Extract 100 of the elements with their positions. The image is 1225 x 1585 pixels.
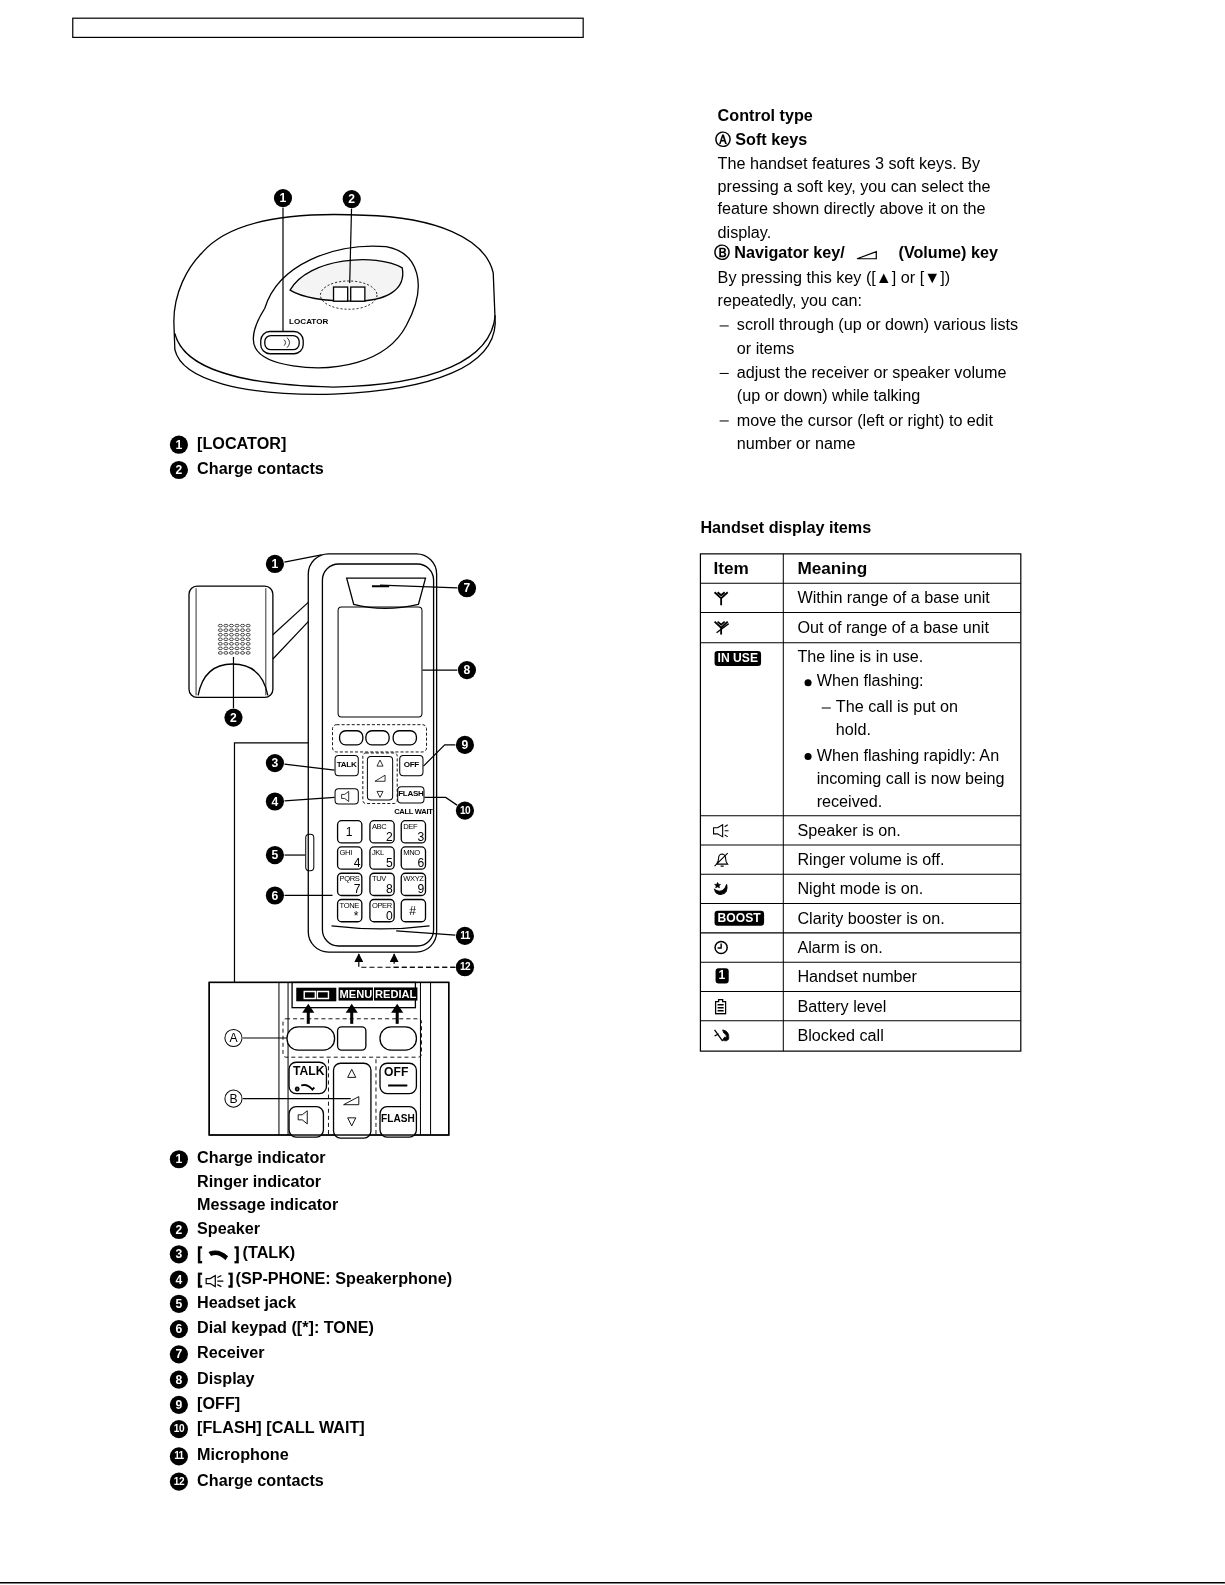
callout-number: 1 — [169, 1150, 188, 1169]
part-description: (TALK) — [242, 1244, 296, 1263]
callout-number: 1 — [169, 435, 188, 454]
key-label: 7 — [353, 883, 361, 896]
leader-line — [282, 207, 284, 333]
callout-number: 11 — [169, 1447, 188, 1466]
table-cell: Ringer volume is off. — [797, 851, 945, 870]
callout-number: 12 — [169, 1472, 188, 1491]
key-label: 6 — [417, 857, 425, 870]
callout-number: 10 — [455, 801, 474, 820]
key-label: 5 — [386, 857, 393, 870]
part-description: Receiver — [197, 1344, 265, 1363]
table-cell: Night mode is on. — [797, 880, 924, 899]
leader-line — [395, 930, 456, 936]
callout-number: 8 — [169, 1370, 188, 1389]
display-indicator: BOOST — [714, 910, 764, 926]
part-description: Dial keypad ([*]: TONE) — [197, 1318, 374, 1338]
callout-number: 7 — [169, 1345, 188, 1364]
subheading: Ⓐ Soft keys — [714, 130, 808, 149]
table-cell: Within range of a base unit — [797, 589, 990, 608]
display-indicator: IN USE — [714, 650, 762, 667]
table-cell: When flashing: — [816, 672, 924, 691]
leader-line — [421, 669, 458, 671]
leader-line — [379, 584, 458, 589]
callout-number: 3 — [169, 1245, 188, 1264]
callout-number: 7 — [457, 579, 477, 598]
part-description: Speaker — [197, 1219, 260, 1239]
table-cell: Speaker is on. — [797, 821, 901, 841]
leader-line — [283, 894, 334, 897]
key-label: 9 — [417, 883, 425, 896]
leader-line — [232, 656, 235, 709]
part-description: Display — [197, 1369, 255, 1389]
paragraph: By pressing this key ([▲] or [▼]) repeatedly, you can: — [717, 267, 951, 311]
key-label: 4 — [353, 857, 361, 870]
speaker-detail-drawing — [187, 584, 276, 701]
table-cell: Alarm is on. — [797, 938, 883, 958]
callout-number: 6 — [169, 1319, 188, 1339]
part-description: [LOCATOR] — [197, 434, 287, 454]
callout-number: 1 — [265, 554, 284, 574]
callout-number: 5 — [169, 1294, 188, 1313]
list-item: move the cursor (left or right) to edit number or name — [736, 410, 994, 454]
callout-number: 12 — [455, 958, 474, 977]
display-indicator: 1 — [715, 968, 729, 984]
callout-number: 4 — [169, 1270, 188, 1289]
callout-number: 2 — [169, 1220, 188, 1240]
part-description: Charge contacts — [197, 459, 324, 479]
table-cell-text: When flashing rapidly: An incoming call is now being received. — [816, 745, 1006, 812]
key-label: OFF — [384, 1066, 409, 1081]
part-description: [OFF] — [197, 1394, 241, 1414]
callout-number: 11 — [455, 926, 474, 945]
table-cell: Handset number — [797, 968, 917, 987]
part-description: (SP-PHONE: Speakerphone) — [235, 1269, 453, 1289]
callout-number: 9 — [455, 735, 474, 754]
section-heading: Control type — [717, 107, 813, 126]
table-cell: Blocked call — [797, 1026, 884, 1046]
leader-line — [423, 796, 458, 806]
leader-line — [422, 744, 456, 767]
display-label: REDIAL — [373, 987, 418, 1001]
callout-number: 2 — [342, 190, 361, 209]
leader-line — [242, 1037, 288, 1039]
leader-line — [349, 208, 353, 284]
callout-number: 4 — [265, 792, 284, 811]
part-description: Microphone — [197, 1446, 289, 1465]
part-description: Charge indicator — [197, 1149, 326, 1168]
table-cell: Out of range of a base unit — [797, 618, 989, 638]
callout-number: 3 — [265, 754, 284, 773]
key-label: * — [353, 909, 359, 922]
leader-line — [272, 601, 309, 636]
display-label: MENU — [338, 987, 374, 1001]
table-header: Meaning — [797, 558, 868, 579]
leader-line — [283, 763, 336, 771]
key-label: FLASH — [381, 1112, 415, 1125]
key-label: 2 — [386, 830, 393, 843]
subheading: (Volume) key — [898, 243, 998, 263]
leader-line — [272, 620, 309, 660]
callout-number: 2 — [224, 708, 243, 727]
leader-line — [283, 796, 336, 802]
key-label: 8 — [386, 883, 393, 896]
callout-number: 2 — [169, 460, 188, 480]
key-label: TALK — [293, 1065, 325, 1080]
subheading: Ⓑ Navigator key/ — [713, 243, 845, 263]
key-label: 3 — [417, 830, 425, 843]
paragraph: The handset features 3 soft keys. By pressing a soft key, you can select the feature shown directly above it on the display. — [717, 153, 992, 243]
callout-number: 9 — [169, 1395, 188, 1414]
callout-number: 10 — [169, 1420, 188, 1439]
callout-number: 1 — [273, 189, 293, 208]
callout-number: 5 — [265, 845, 284, 865]
key-label: # — [409, 904, 417, 917]
leader-line — [283, 554, 322, 563]
part-description: Headset jack — [197, 1293, 296, 1313]
table-cell: Battery level — [797, 997, 887, 1017]
key-label: 0 — [386, 909, 393, 922]
part-description: Charge contacts — [197, 1471, 324, 1491]
part-description: Ringer indicator — [197, 1172, 322, 1191]
part-description: [FLASH] [CALL WAIT] — [197, 1419, 365, 1438]
callout-number: 6 — [265, 886, 284, 905]
table-header: Item — [713, 558, 749, 579]
section-heading: Handset display items — [700, 518, 872, 538]
key-label: 1 — [345, 825, 353, 838]
callout-number: 8 — [457, 661, 477, 680]
